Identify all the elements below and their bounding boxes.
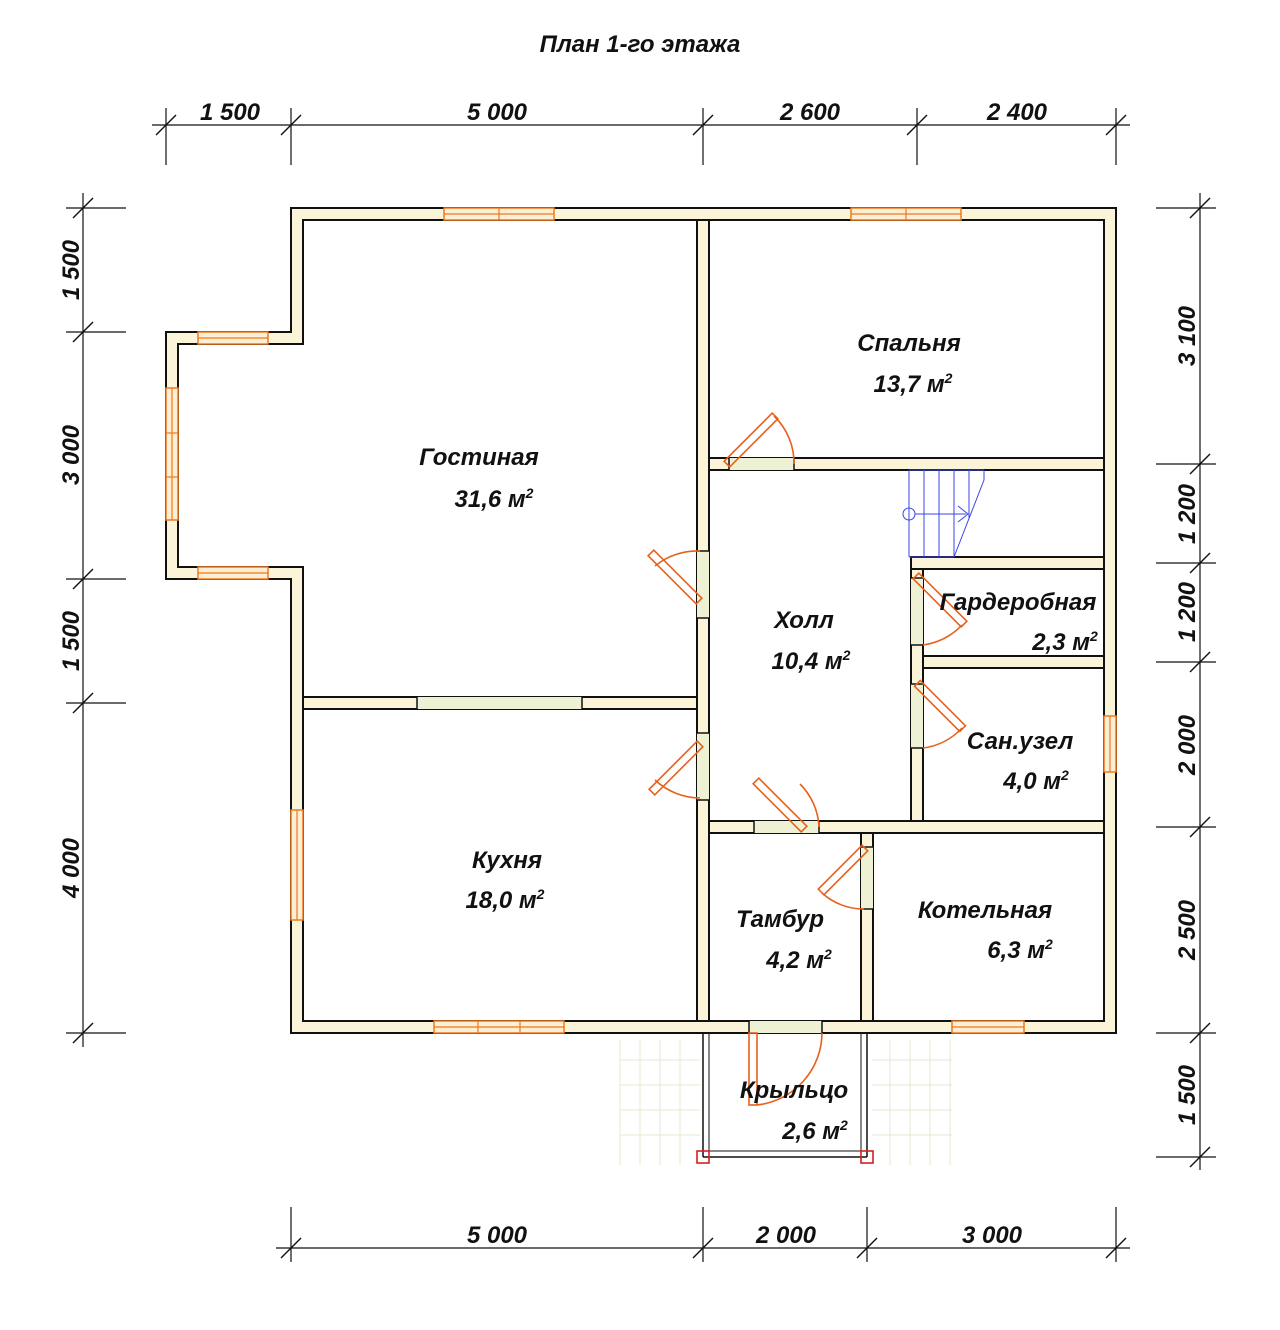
room-area-living: 31,6 м2	[455, 485, 534, 513]
dim-top-3: 2 600	[779, 99, 841, 126]
dimension-right: 3 100 1 200 1 200 2 000 2 500 1 500	[1156, 193, 1216, 1170]
dim-left-2: 3 000	[58, 424, 85, 485]
dim-right-2: 1 200	[1174, 483, 1201, 544]
room-area-boiler: 6,3 м2	[987, 936, 1053, 964]
dim-top-4: 2 400	[986, 99, 1048, 126]
room-area-vestibule: 4,2 м2	[765, 946, 832, 974]
dim-left-3: 1 500	[58, 610, 85, 671]
dim-right-4: 2 000	[1174, 714, 1201, 776]
room-name-wardrobe: Гардеробная	[940, 589, 1097, 616]
room-area-hall: 10,4 м2	[772, 647, 851, 675]
wall-stair-wardrobe	[910, 556, 1105, 570]
room-area-bedroom: 13,7 м2	[874, 370, 953, 398]
room-area-kitchen: 18,0 м2	[466, 886, 545, 914]
dimension-left: 1 500 3 000 1 500 4 000	[58, 193, 126, 1047]
dim-right-5: 2 500	[1174, 899, 1201, 961]
room-area-porch: 2,6 м2	[781, 1117, 848, 1145]
room-name-bathroom: Сан.узел	[967, 728, 1074, 755]
dim-right-6: 1 500	[1174, 1064, 1201, 1125]
doors	[646, 411, 969, 1106]
wall-bedroom-hall	[708, 457, 1105, 471]
dim-top-1: 1 500	[200, 99, 261, 126]
dimension-bottom: 5 000 2 000 3 000	[276, 1207, 1130, 1262]
room-name-bedroom: Спальня	[857, 330, 960, 357]
dim-bottom-2: 2 000	[755, 1222, 817, 1249]
room-area-wardrobe: 2,3 м2	[1031, 628, 1098, 656]
dim-left-4: 4 000	[58, 837, 85, 899]
porch	[619, 1033, 952, 1165]
room-name-kitchen: Кухня	[472, 847, 542, 874]
plan-title: План 1-го этажа	[540, 31, 741, 58]
room-name-boiler: Котельная	[918, 897, 1052, 924]
dim-bottom-3: 3 000	[962, 1222, 1023, 1249]
dim-bottom-1: 5 000	[467, 1222, 528, 1249]
dim-left-1: 1 500	[58, 239, 85, 300]
dim-top-2: 5 000	[467, 99, 528, 126]
stairs	[902, 469, 985, 558]
porch-post-right	[860, 1150, 874, 1164]
room-area-bathroom: 4,0 м2	[1002, 767, 1069, 795]
door-openings	[417, 458, 923, 1033]
dim-right-1: 3 100	[1174, 305, 1201, 366]
windows	[165, 207, 1117, 1034]
wall-vertical-main	[696, 219, 710, 1022]
porch-post-left	[696, 1150, 710, 1164]
room-name-hall: Холл	[772, 607, 834, 634]
room-name-living: Гостиная	[419, 444, 539, 471]
dimension-top: 1 500 5 000 2 600 2 400	[152, 99, 1130, 165]
wall-wardrobe-bath	[922, 655, 1105, 669]
room-name-porch: Крыльцо	[740, 1077, 848, 1104]
room-labels: Гостиная 31,6 м2 Спальня 13,7 м2 Холл 10…	[419, 330, 1098, 1145]
room-name-vestibule: Тамбур	[736, 906, 824, 933]
dim-right-3: 1 200	[1174, 581, 1201, 642]
